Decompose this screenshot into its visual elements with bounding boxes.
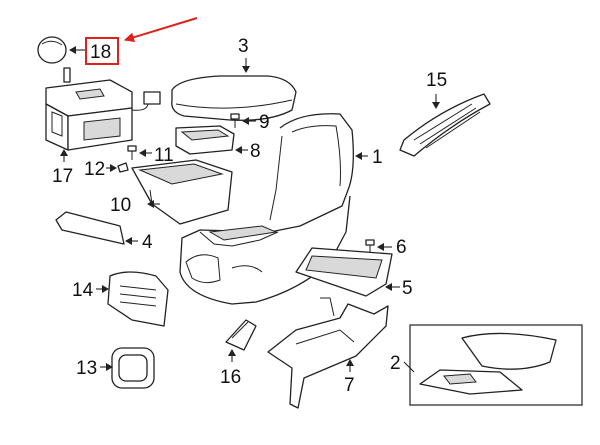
part-18-shift-knob [37, 36, 86, 64]
part-2-inset [403, 324, 583, 406]
callout-10: 10 [110, 195, 131, 216]
part-4-trim-panel [55, 211, 138, 245]
part-12-clip [106, 162, 129, 173]
part-13-ring [100, 347, 155, 389]
callout-13: 13 [76, 358, 97, 379]
callout-12: 12 [84, 159, 105, 180]
highlight-arrow [124, 17, 198, 43]
part-11-screw [127, 145, 152, 160]
callout-3: 3 [238, 36, 249, 57]
callout-6: 6 [396, 237, 407, 258]
part-9-screw [230, 113, 256, 128]
callout-4: 4 [142, 232, 153, 253]
callout-5: 5 [402, 278, 413, 299]
part-8-bin [175, 125, 248, 155]
callout-15: 15 [426, 70, 447, 91]
callout-11: 11 [154, 145, 174, 166]
part-5-bezel [295, 247, 400, 297]
part-10-storage-bin [131, 159, 233, 225]
callout-2: 2 [390, 353, 401, 374]
part-14-vent [96, 271, 169, 327]
callout-1: 1 [372, 147, 383, 168]
part-16-vent [225, 319, 257, 362]
callout-9: 9 [259, 112, 270, 133]
callout-17: 17 [52, 166, 73, 187]
callout-8: 8 [250, 141, 261, 162]
part-15-trim [399, 93, 491, 157]
callout-14: 14 [72, 280, 94, 301]
callout-7: 7 [344, 375, 355, 396]
highlight-box [85, 37, 119, 65]
part-17-shifter-assembly [45, 67, 161, 162]
part-7-bracket [267, 297, 389, 409]
part-3-armrest-lid [171, 58, 297, 121]
callout-18: 18 [90, 42, 111, 63]
callout-16: 16 [220, 367, 241, 388]
